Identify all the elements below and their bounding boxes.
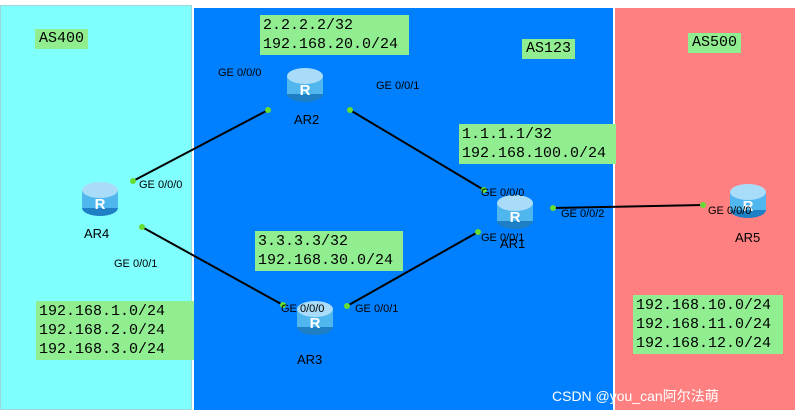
link-ar3-ar1 (346, 231, 479, 307)
link-ar4-ar3 (141, 226, 284, 306)
svg-text:R: R (510, 209, 521, 226)
link-ar2-ar1 (349, 109, 485, 191)
note-line: 192.168.2.0/24 (39, 322, 166, 339)
router-icon-ar5[interactable]: R (728, 180, 768, 220)
router-name-ar2: AR2 (294, 112, 320, 127)
as400-label: AS400 (35, 29, 89, 49)
iface-ar3-ge000: GE 0/0/0 (281, 303, 325, 315)
port-ar1-ge002 (550, 205, 556, 211)
note-line: 2.2.2.2/32 (263, 17, 354, 34)
svg-text:R: R (310, 315, 321, 332)
iface-ar1-ge000: GE 0/0/0 (481, 187, 525, 199)
note-ar2-networks: 2.2.2.2/32 192.168.20.0/24 (260, 15, 409, 55)
router-name-ar3: AR3 (297, 352, 323, 367)
as500-label: AS500 (688, 33, 742, 53)
link-ar4-ar2 (132, 109, 269, 182)
iface-ar4-ge000: GE 0/0/0 (139, 179, 183, 191)
watermark: CSDN @you_can阿尔法萌 (552, 388, 719, 404)
port-ar4-ge001 (139, 224, 145, 230)
port-ar1-ge000 (481, 187, 487, 193)
iface-ar4-ge001: GE 0/0/1 (114, 258, 158, 270)
note-line: 192.168.20.0/24 (263, 36, 399, 53)
note-line: 192.168.12.0/24 (636, 335, 772, 352)
as123-zone (194, 8, 613, 410)
port-ar2-ge001 (347, 107, 353, 113)
iface-ar1-ge002: GE 0/0/2 (561, 208, 605, 220)
as123-label: AS123 (522, 39, 576, 59)
note-ar4-networks: 192.168.1.0/24 192.168.2.0/24 192.168.3.… (36, 301, 194, 360)
router-name-ar4: AR4 (84, 226, 110, 241)
iface-ar2-ge000: GE 0/0/0 (218, 67, 262, 79)
note-line: 192.168.3.0/24 (39, 341, 166, 358)
note-ar5-networks: 192.168.10.0/24 192.168.11.0/24 192.168.… (633, 295, 783, 354)
note-ar1-networks: 1.1.1.1/32 192.168.100.0/24 (459, 124, 616, 164)
router-name-ar1: AR1 (500, 236, 526, 251)
port-ar1-ge001 (475, 229, 481, 235)
note-line: 192.168.11.0/24 (636, 316, 772, 333)
port-ar3-ge001 (344, 303, 350, 309)
router-icon-ar3[interactable]: R (295, 297, 335, 337)
iface-ar1-ge001: GE 0/0/1 (481, 232, 525, 244)
note-line: 192.168.30.0/24 (258, 252, 394, 269)
note-ar3-networks: 3.3.3.3/32 192.168.30.0/24 (255, 231, 403, 271)
port-ar2-ge000 (265, 107, 271, 113)
port-ar5-ge000 (700, 202, 706, 208)
note-line: 192.168.100.0/24 (462, 145, 607, 162)
port-ar3-ge000 (280, 302, 286, 308)
router-name-ar5: AR5 (735, 230, 761, 245)
note-line: 192.168.1.0/24 (39, 303, 166, 320)
note-line: 1.1.1.1/32 (462, 126, 553, 143)
iface-ar5-ge000: GE 0/0/0 (708, 205, 752, 217)
svg-text:R: R (743, 198, 754, 215)
svg-text:R: R (95, 196, 106, 213)
note-line: 192.168.10.0/24 (636, 297, 772, 314)
iface-ar3-ge001: GE 0/0/1 (355, 303, 399, 315)
port-ar4-ge000 (130, 178, 136, 184)
router-icon-ar4[interactable]: R (80, 178, 120, 218)
link-ar1-ar5 (552, 204, 704, 209)
router-icon-ar1[interactable]: R (495, 191, 535, 231)
iface-ar2-ge001: GE 0/0/1 (376, 80, 420, 92)
note-line: 3.3.3.3/32 (258, 233, 349, 250)
router-icon-ar2[interactable]: R (285, 64, 325, 104)
svg-text:R: R (300, 82, 311, 99)
